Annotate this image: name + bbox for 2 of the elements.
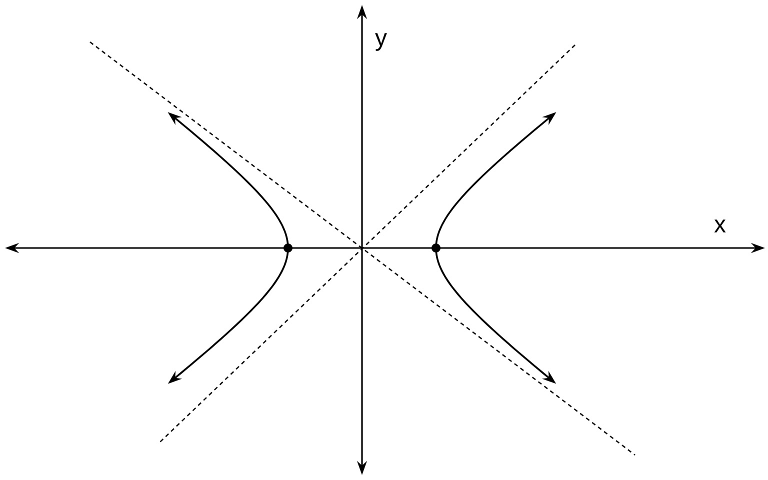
axis-label: x bbox=[714, 220, 726, 232]
axis-label: y bbox=[375, 33, 387, 51]
